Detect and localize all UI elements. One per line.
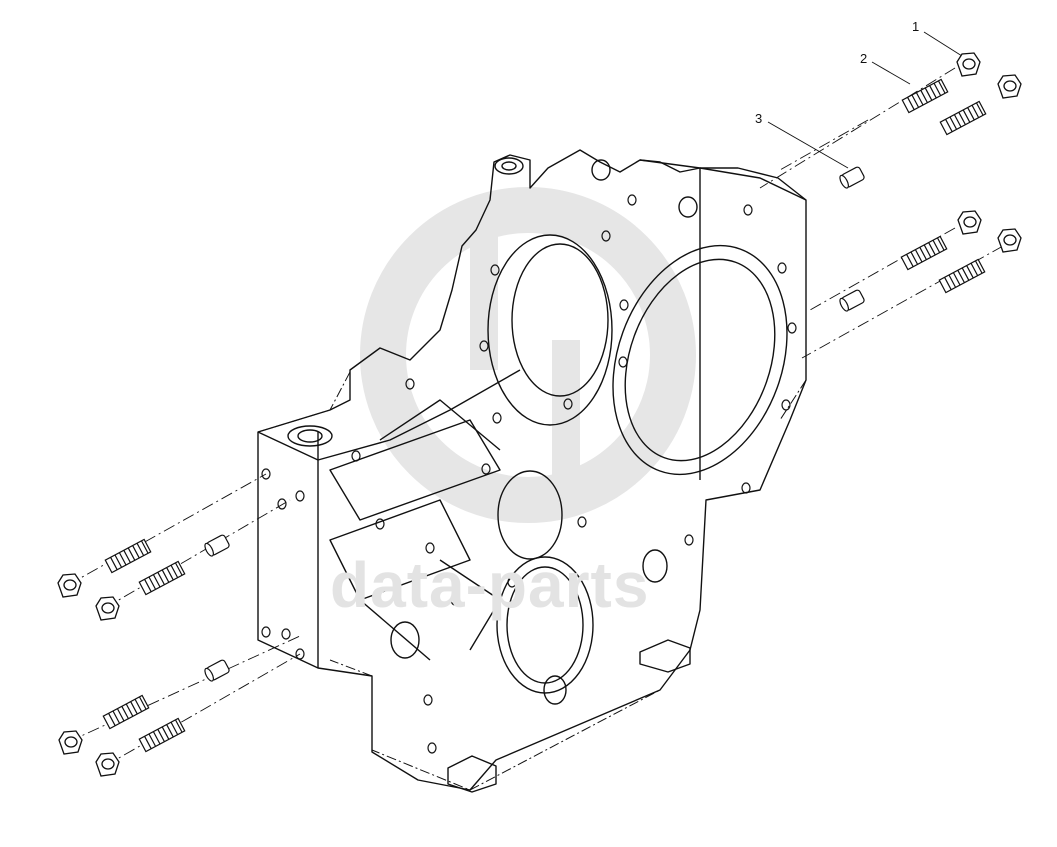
hidden-lines — [257, 200, 807, 791]
stud-left-1 — [104, 538, 152, 574]
callout-leaders — [767, 31, 963, 169]
stud-top-2 — [939, 100, 987, 136]
nut-left-4 — [95, 752, 120, 777]
pin-mid — [839, 289, 865, 312]
dowel-pins — [204, 166, 865, 682]
stud-mid-1 — [900, 235, 948, 271]
pin-top — [839, 166, 865, 189]
pin-left-1 — [204, 534, 230, 557]
housing-holes — [261, 194, 797, 754]
nut-left-2 — [95, 596, 120, 621]
callout-3: 3 — [755, 111, 763, 126]
callout-2: 2 — [860, 51, 868, 66]
nuts — [57, 52, 1022, 777]
callout-1: 1 — [912, 19, 920, 34]
nut-mid-1 — [957, 210, 982, 235]
nut-top-1 — [956, 52, 981, 77]
nut-mid-2 — [997, 228, 1022, 253]
stud-mid-2 — [938, 258, 986, 294]
watermark-logo — [360, 187, 696, 523]
stud-left-3 — [102, 694, 150, 730]
nut-top-2 — [997, 74, 1022, 99]
studs — [102, 78, 987, 753]
pin-left-2 — [204, 659, 230, 682]
nut-left-1 — [57, 573, 82, 598]
stud-left-2 — [138, 560, 186, 596]
nut-left-3 — [58, 730, 83, 755]
stud-left-4 — [138, 717, 186, 753]
stud-top-1 — [901, 78, 949, 114]
center-lines — [67, 67, 1004, 767]
watermark-text: data-parts — [330, 549, 650, 621]
gear-housing — [257, 149, 807, 793]
